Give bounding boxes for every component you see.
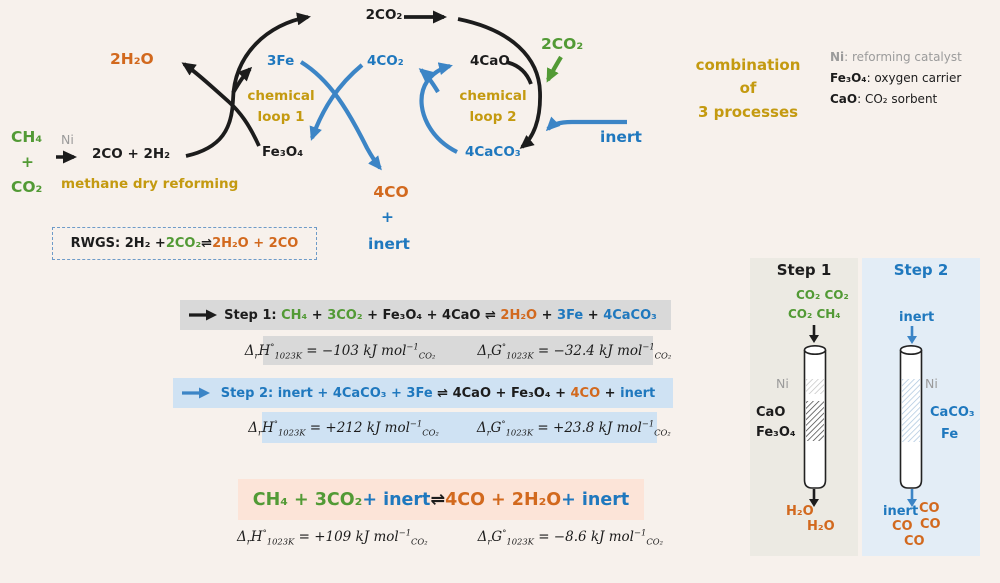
panel1-h2o-label-2: H₂O — [807, 519, 835, 534]
legend-item-fe3o4: Fe₃O₄: oxygen carrier — [830, 71, 962, 85]
panel1-outflow-arrow-icon — [809, 489, 819, 507]
panel1-gas-row1: CO₂ CO₂ — [796, 288, 849, 302]
step2-equation-row: Step 2: inert + 4CaCO₃ + 3Fe ⇌ 4CaO + Fe… — [173, 378, 673, 408]
panel1-reactor-column — [803, 345, 827, 489]
reactor-panel-step2: Step 2 inert Ni CaCO₃ Fe inert CO CO CO … — [862, 258, 980, 556]
overall-thermo-row: ΔrH°1023K = +109 kJ mol−1CO₂ ΔrG°1023K =… — [237, 524, 663, 550]
panel1-fe3o4-label: Fe₃O₄ — [756, 425, 796, 440]
panel2-outflow-arrow-icon — [907, 489, 917, 507]
step2-equation: Step 2: inert + 4CaCO₃ + 3Fe ⇌ 4CaO + Fe… — [220, 385, 656, 401]
panel2-out-co-label-4: CO — [904, 534, 925, 549]
chemical-loop2-label: chemical loop 2 — [459, 88, 527, 125]
step2-thermo-row: ΔrH°1023K = +212 kJ mol−1CO₂ ΔrG°1023K =… — [248, 412, 671, 443]
panel2-inert-in-label: inert — [899, 310, 935, 325]
cao-label: 4CaO — [470, 53, 510, 69]
co-output-label: 4CO — [373, 183, 409, 201]
co2-input-label: 2CO₂ — [541, 35, 584, 53]
legend-item-ni: Ni: reforming catalyst — [830, 50, 962, 64]
chemical-loop1-label: chemical loop 1 — [247, 88, 315, 125]
step1-enthalpy: ΔrH°1023K = −103 kJ mol−1CO₂ — [244, 341, 436, 361]
plus-output-label: + — [381, 208, 394, 226]
syngas-label: 2CO + 2H₂ — [92, 146, 171, 162]
step1-arrow-icon — [189, 309, 217, 321]
h2o-product-label: 2H₂O — [110, 50, 154, 68]
panel2-out-co-label-3: CO — [920, 517, 941, 532]
step1-gibbs: ΔrG°1023K = −32.4 kJ mol−1CO₂ — [477, 341, 672, 361]
loop2-to-co2-arc — [418, 68, 440, 94]
rwgs-equation-box: RWGS: 2H₂ + 2CO₂ ⇌ 2H₂O + 2CO — [52, 227, 317, 260]
step1-thermo-row: ΔrH°1023K = −103 kJ mol−1CO₂ ΔrG°1023K =… — [245, 336, 671, 365]
overall-enthalpy: ΔrH°1023K = +109 kJ mol−1CO₂ — [237, 527, 428, 547]
top-co2-label: 2CO₂ — [365, 7, 403, 23]
inert-output-label: inert — [368, 235, 410, 253]
fe3o4-label: Fe₃O₄ — [262, 144, 304, 160]
co2-input-arrow — [546, 55, 563, 83]
feed-plus-label: + — [21, 153, 34, 171]
panel2-out-co-label-1: CO — [919, 501, 940, 516]
inert-input-label: inert — [600, 128, 642, 146]
panel2-inflow-arrow-icon — [907, 326, 917, 344]
reactor-panel-step1: Step 1 CO₂ CO₂ CO₂ CH₄ Ni CaO Fe₃O₄ — [750, 258, 858, 556]
feed-co2-label: CO₂ — [11, 178, 43, 196]
feed-ch4-label: CH₄ — [11, 128, 43, 146]
legend: Ni: reforming catalyst Fe₃O₄: oxygen car… — [830, 47, 962, 110]
step1-equation: Step 1: CH₄ + 3CO₂ + Fe₃O₄ + 4CaO ⇌ 2H₂O… — [224, 307, 657, 323]
panel1-inflow-arrow-icon — [809, 325, 819, 343]
fe-label: 3Fe — [267, 53, 295, 69]
panel1-h2o-label-1: H₂O — [786, 504, 814, 519]
panel2-caco3-label: CaCO₃ — [930, 405, 975, 420]
panel2-out-inert-label: inert — [883, 504, 919, 519]
panel1-ni-label: Ni — [776, 376, 789, 391]
panel2-ni-label: Ni — [925, 376, 938, 391]
panel1-cao-label: CaO — [756, 405, 786, 420]
methane-dry-reforming-label: methane dry reforming — [61, 176, 239, 192]
step2-enthalpy: ΔrH°1023K = +212 kJ mol−1CO₂ — [248, 418, 439, 438]
overall-gibbs: ΔrG°1023K = −8.6 kJ mol−1CO₂ — [477, 527, 663, 547]
step2-arrow-icon — [182, 387, 210, 399]
panel2-out-co-label-2: CO — [892, 519, 913, 534]
legend-item-cao: CaO: CO₂ sorbent — [830, 92, 938, 106]
panel2-title: Step 2 — [893, 261, 949, 279]
panel2-fe-label: Fe — [941, 427, 959, 442]
caco3-label: 4CaCO₃ — [465, 144, 521, 160]
panel2-reactor-column — [899, 345, 923, 489]
panel1-title: Step 1 — [776, 261, 832, 279]
co2-mid-label: 4CO₂ — [367, 53, 404, 69]
panel1-gas-row2: CO₂ CH₄ — [788, 307, 841, 321]
combination-title: combination of 3 processes — [695, 56, 801, 121]
step2-gibbs: ΔrG°1023K = +23.8 kJ mol−1CO₂ — [476, 418, 671, 438]
overall-equation-row: CH₄ + 3CO₂ + inert ⇌ 4CO + 2H₂O + inert — [238, 479, 644, 520]
ni-catalyst-label: Ni — [61, 132, 74, 147]
step1-equation-row: Step 1: CH₄ + 3CO₂ + Fe₃O₄ + 4CaO ⇌ 2H₂O… — [180, 300, 671, 330]
